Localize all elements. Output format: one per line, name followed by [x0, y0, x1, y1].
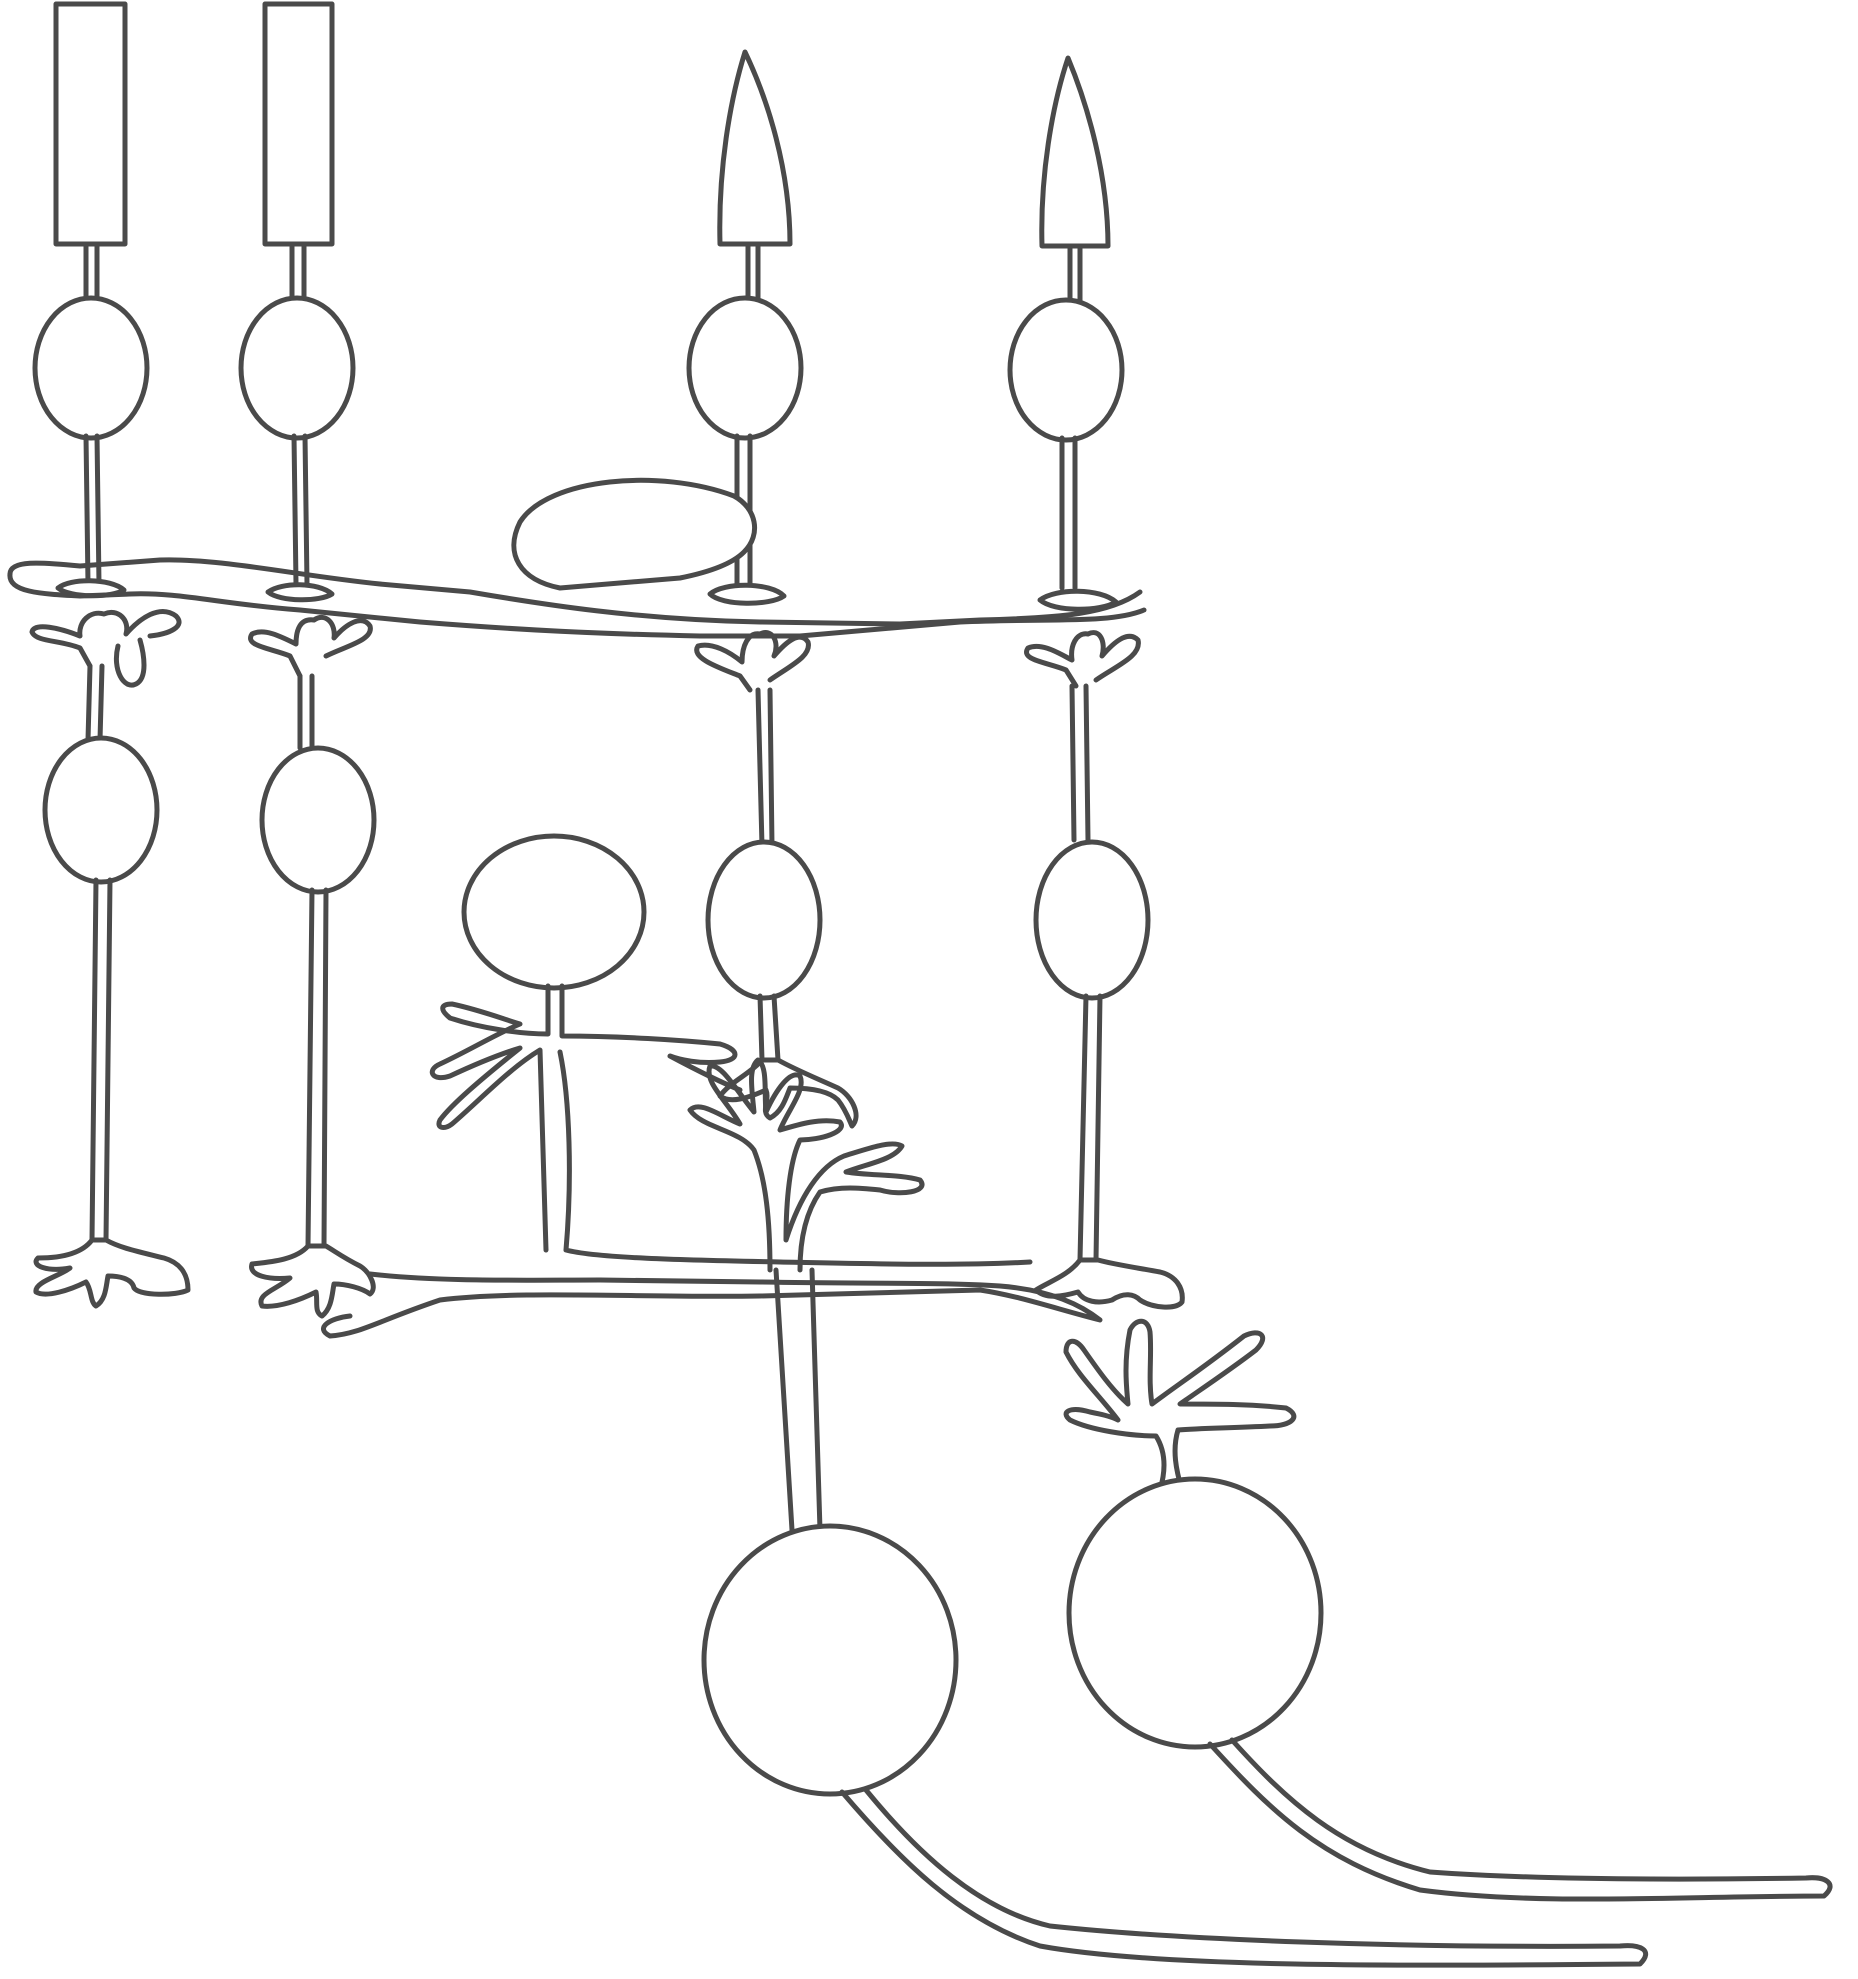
rod-inner-stalk [83, 241, 100, 303]
rod-spherule [265, 582, 335, 603]
rod-photoreceptor-1 [32, 1, 150, 599]
bipolar-cell-body [1033, 839, 1151, 1001]
inner-plexiform-processes [321, 1271, 1103, 1339]
bipolar-axon [757, 993, 781, 1063]
bipolar-cell-body [259, 745, 377, 895]
rod-axon [291, 433, 310, 587]
bipolar-stalk [1069, 683, 1091, 843]
bipolar-axon [305, 887, 329, 1249]
bipolar-cell-4 [1024, 630, 1185, 1310]
cone-pedicle [707, 582, 787, 606]
ganglion-cell-1 [687, 1057, 1649, 1968]
bipolar-cell-1 [29, 609, 191, 1309]
ganglion-axon [839, 1787, 1649, 1968]
bipolar-stalk [755, 687, 775, 849]
rod-cell-body [238, 295, 356, 441]
cone-outer-segment [717, 49, 793, 247]
rod-outer-segment [262, 1, 335, 247]
amacrine-dendrites [429, 983, 743, 1253]
bipolar-axon [1077, 993, 1103, 1263]
ganglion-cell-2 [1063, 1318, 1833, 1902]
horizontal-cell [7, 477, 1147, 639]
rod-cell-body [32, 295, 150, 441]
ganglion-axon [1207, 1737, 1833, 1902]
bipolar-axon-terminal [33, 1237, 191, 1309]
horizontal-cell-process [7, 571, 1147, 639]
bipolar-cell-2 [248, 614, 377, 1319]
ganglion-axon-hillock [773, 1267, 823, 1533]
bipolar-cell-body [42, 735, 160, 885]
plexiform-process [321, 1271, 1103, 1339]
cone-axon [1059, 435, 1078, 591]
cone-inner-stalk [1067, 243, 1083, 305]
rod-axon [83, 433, 102, 587]
ganglion-dendrites [1063, 1318, 1297, 1493]
rod-inner-stalk [289, 241, 307, 303]
ganglion-cell-body [1066, 1476, 1324, 1750]
rod-photoreceptor-2 [238, 1, 356, 603]
ganglion-cell-body [701, 1523, 959, 1797]
bipolar-dendrites [248, 614, 373, 679]
cone-cell-body [686, 295, 804, 441]
bipolar-dendrites [29, 609, 182, 669]
ganglion-dendrites [687, 1057, 925, 1273]
bipolar-stalk [85, 663, 105, 743]
amacrine-process [557, 1049, 1033, 1267]
cone-inner-stalk [745, 241, 761, 303]
cone-cell-body [1007, 297, 1125, 443]
horizontal-cell-body [511, 477, 757, 591]
cone-photoreceptor-2 [1007, 55, 1125, 612]
amacrine-cell-body [461, 833, 647, 991]
bipolar-axon [89, 877, 113, 1243]
bipolar-cell-body [705, 839, 823, 1001]
amacrine-cell [429, 833, 1033, 1267]
bipolar-dendrites [694, 630, 811, 693]
cone-outer-segment [1039, 55, 1111, 249]
bipolar-dendrite-branch [114, 637, 147, 688]
bipolar-cell-3 [694, 630, 859, 1129]
bipolar-axon-terminal [249, 1243, 376, 1319]
rod-outer-segment [53, 1, 128, 247]
bipolar-dendrites [1024, 630, 1141, 689]
bipolar-stalk [297, 673, 315, 751]
cone-photoreceptor-1 [686, 49, 804, 606]
